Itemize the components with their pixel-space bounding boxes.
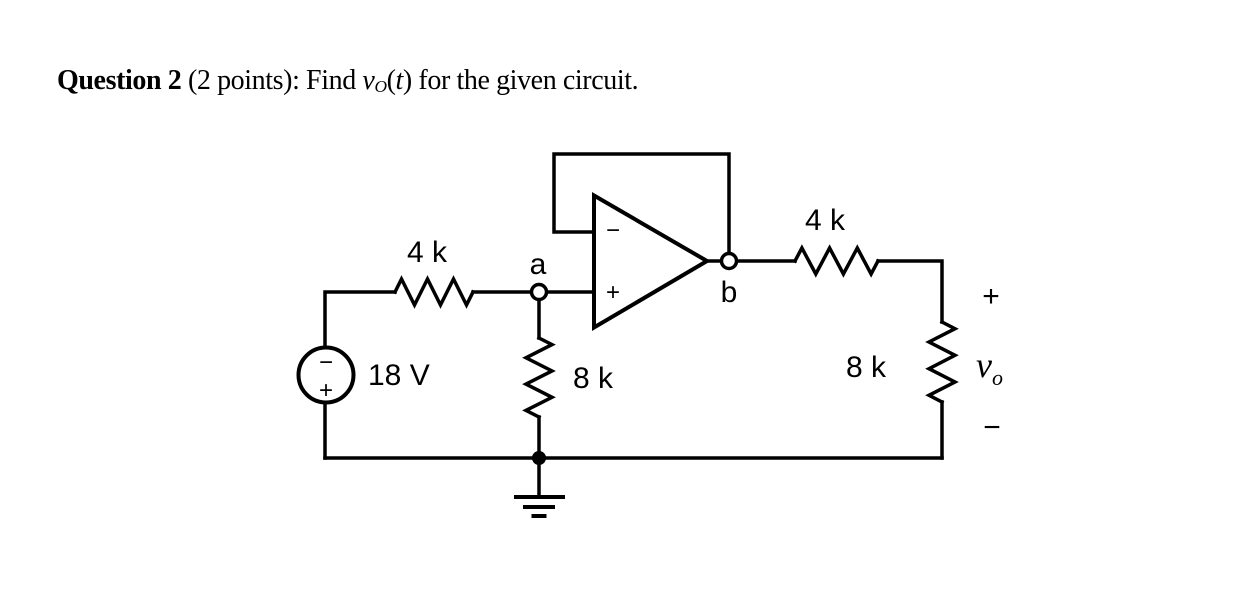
voltage-source-plus-sign: + <box>319 377 333 404</box>
node-b-terminal <box>719 251 739 271</box>
resistor-series-out-label: 4 k <box>805 204 846 237</box>
variable-v: v <box>362 65 375 96</box>
opamp-inverting-label: − <box>606 217 620 244</box>
wire-source-to-input-resistor <box>323 290 397 350</box>
output-minus-sign: − <box>983 411 1001 444</box>
resistor-input-symbol <box>392 275 476 309</box>
output-voltage-label: vo <box>976 345 1003 390</box>
resistor-load-label: 8 k <box>846 351 887 384</box>
resistor-input-label: 4 k <box>407 236 448 269</box>
ground-symbol <box>514 495 565 518</box>
node-b-label: b <box>721 276 738 309</box>
resistor-shunt-symbol <box>522 335 556 420</box>
wire-feedback-loop <box>552 152 731 256</box>
variable-v-subscript: O <box>374 77 387 97</box>
output-voltage-v: v <box>976 345 992 385</box>
node-a-terminal <box>529 282 549 302</box>
output-plus-sign: + <box>982 280 1000 313</box>
junction-dot <box>532 451 546 465</box>
resistor-series-out-symbol <box>792 244 881 278</box>
node-a-label: a <box>530 248 547 281</box>
voltage-source-label: 18 V <box>368 359 430 392</box>
variable-t: t <box>395 65 404 96</box>
voltage-source-symbol <box>296 345 356 405</box>
question-title: Question 2 (2 points): Find vO(t) for th… <box>57 64 639 98</box>
opamp-noninverting-label: + <box>606 279 620 306</box>
voltage-source-minus-sign: − <box>319 349 333 376</box>
resistor-shunt-label: 8 k <box>573 362 614 395</box>
opamp-triangle <box>592 192 711 331</box>
wire-series-resistor-to-load <box>876 259 944 324</box>
question-tail: ) for the given circuit. <box>402 65 639 96</box>
question-number: Question 2 <box>57 65 182 96</box>
paren-open: ( <box>386 65 396 96</box>
output-voltage-subscript: o <box>992 365 1003 390</box>
resistor-load-symbol <box>925 319 959 405</box>
question-points: (2 points): Find <box>181 65 363 96</box>
